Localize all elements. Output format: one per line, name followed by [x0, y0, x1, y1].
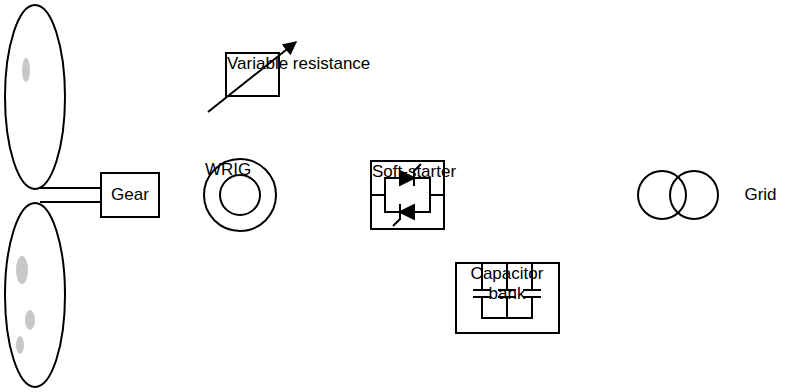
resistance-box: Variable resistance — [225, 52, 280, 97]
soft-starter-box: Soft-starter — [370, 160, 445, 230]
variable-resistance-arrow — [208, 42, 296, 112]
node-label: Variable resistance — [227, 54, 370, 74]
lower-blade — [5, 203, 65, 387]
node-label: Gear — [111, 185, 149, 205]
label-holder: Soft-starter — [372, 162, 456, 182]
node-label: Capacitor bank — [457, 264, 557, 303]
node-label: WRIG — [205, 160, 251, 180]
label-holder: WRIG — [205, 160, 251, 180]
label-holder: Variable resistance — [227, 54, 370, 74]
gear-box: Gear — [100, 172, 160, 218]
capacitor-bank-box: Capacitor bank — [455, 262, 560, 334]
transformer-symbol — [638, 171, 718, 219]
generator-circle: WRIG — [203, 158, 277, 232]
grid-shape: Grid — [733, 173, 788, 217]
node-label: Soft-starter — [372, 162, 456, 182]
turbine-rotor — [5, 5, 100, 387]
shaft-line — [40, 201, 100, 203]
shaft-line — [40, 187, 100, 189]
generator-rotor — [220, 175, 260, 215]
node-label: Grid — [744, 185, 776, 205]
label-holder: Capacitor bank — [457, 264, 557, 303]
blade-shading — [16, 58, 35, 354]
upper-blade — [5, 5, 65, 189]
